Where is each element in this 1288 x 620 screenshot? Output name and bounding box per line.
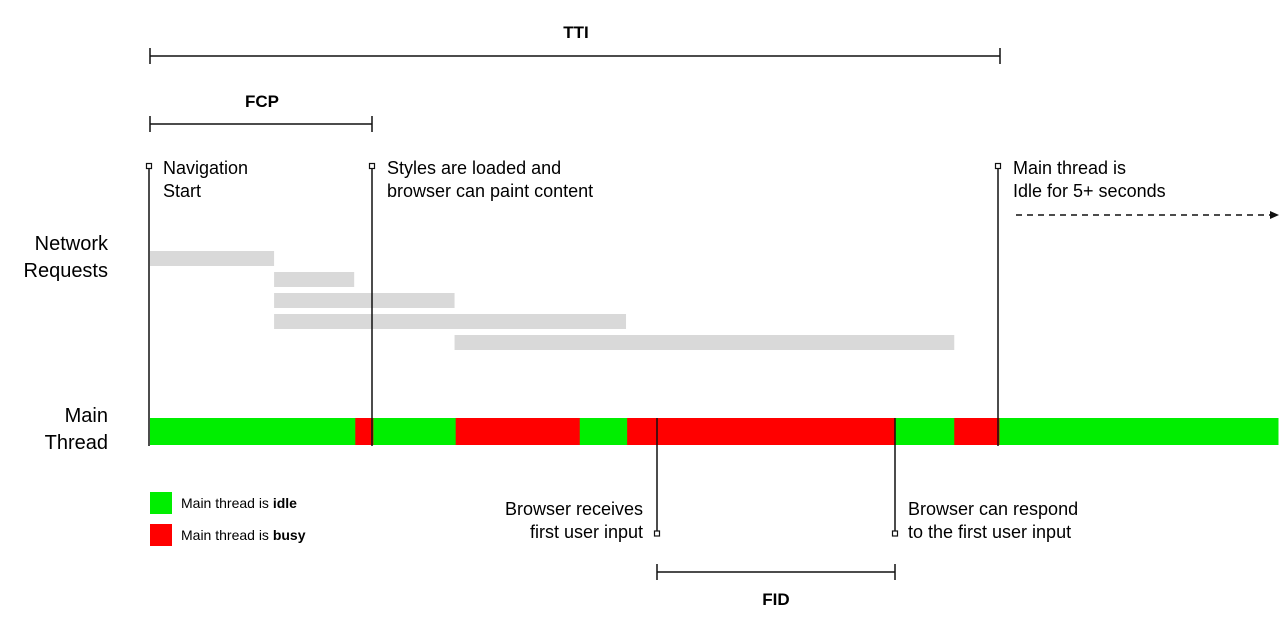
network-request-bar — [274, 272, 355, 287]
main-label-line2: Thread — [45, 432, 108, 454]
first-input-line2: first user input — [530, 522, 643, 542]
styles-loaded-line2: browser can paint content — [387, 181, 593, 201]
network-label-line2: Requests — [24, 260, 109, 282]
network-requests — [150, 251, 955, 350]
fcp-label: FCP — [245, 92, 279, 111]
main-thread-segment-idle — [373, 418, 457, 445]
main-thread-segment-idle — [999, 418, 1279, 445]
main-thread-segment-busy — [954, 418, 1000, 445]
legend-idle-text: Main thread is idle — [181, 495, 297, 511]
network-request-bar — [454, 335, 955, 350]
fcp-span: FCP — [149, 92, 373, 132]
can-respond-line2: to the first user input — [908, 522, 1071, 542]
legend-busy-text: Main thread is busy — [181, 527, 306, 543]
fid-span: FID — [656, 564, 896, 609]
legend-idle-swatch — [150, 492, 172, 514]
main-idle-line2: Idle for 5+ seconds — [1013, 181, 1166, 201]
main-thread-segment-busy — [355, 418, 374, 445]
main-thread-label: Main Thread — [45, 405, 108, 454]
main-thread-segment-busy — [455, 418, 581, 445]
main-label-line1: Main — [65, 405, 108, 427]
network-request-bar — [150, 251, 275, 266]
marker-styles-loaded: Styles are loaded and browser can paint … — [368, 158, 593, 446]
main-thread-segment-idle — [150, 418, 356, 445]
fid-label: FID — [762, 590, 789, 609]
network-label-line1: Network — [35, 233, 109, 255]
tti-span: TTI — [149, 23, 1001, 64]
network-requests-label: Network Requests — [24, 233, 109, 282]
nav-start-line1: Navigation — [163, 158, 248, 178]
marker-nav-start: Navigation Start — [145, 158, 248, 446]
network-request-bar — [274, 293, 455, 308]
main-thread-segment-idle — [579, 418, 628, 445]
nav-start-line2: Start — [163, 181, 201, 201]
marker-can-respond: Browser can respond to the first user in… — [891, 418, 1078, 542]
first-input-line1: Browser receives — [505, 499, 643, 519]
main-thread-segment-busy — [627, 418, 897, 445]
can-respond-line1: Browser can respond — [908, 499, 1078, 519]
styles-loaded-line1: Styles are loaded and — [387, 158, 561, 178]
main-idle-line1: Main thread is — [1013, 158, 1126, 178]
main-thread-bar — [150, 418, 1279, 445]
marker-main-idle: Main thread is Idle for 5+ seconds — [994, 158, 1279, 446]
legend-busy-swatch — [150, 524, 172, 546]
network-request-bar — [274, 314, 627, 329]
legend: Main thread is idle Main thread is busy — [150, 492, 306, 546]
marker-first-input: Browser receives first user input — [505, 418, 661, 542]
tti-label: TTI — [563, 23, 589, 42]
main-thread-segment-idle — [895, 418, 955, 445]
